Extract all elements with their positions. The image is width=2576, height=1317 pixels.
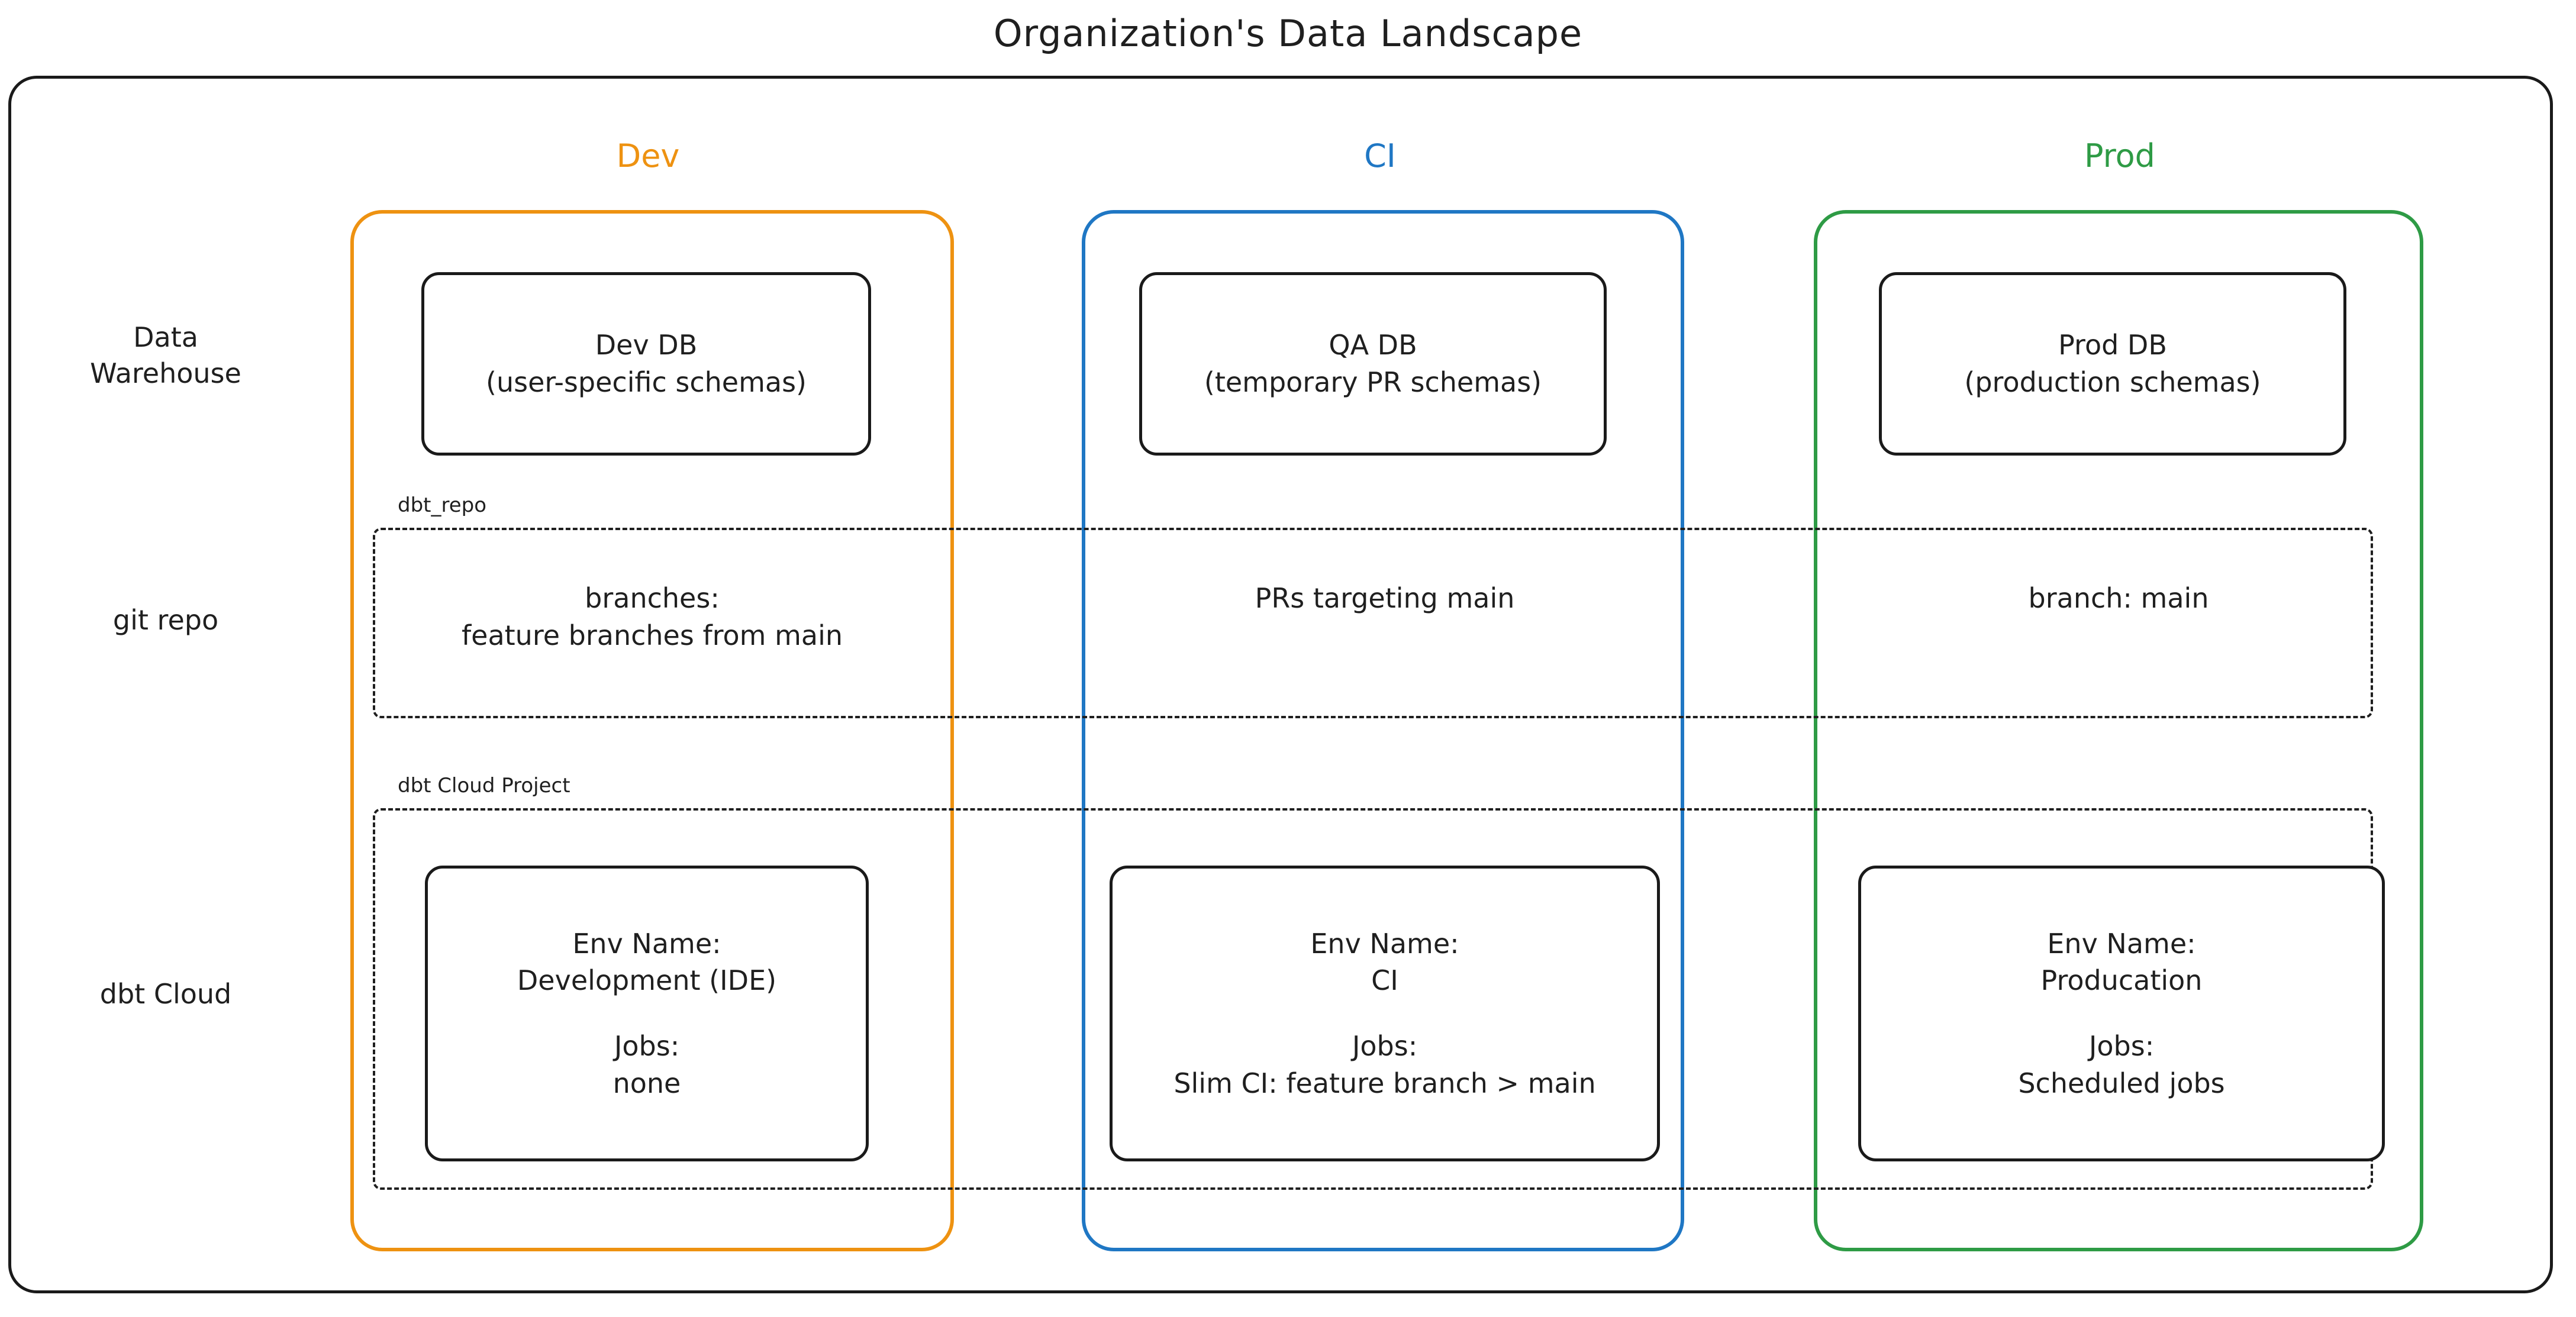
- row-label-git-repo: git repo: [36, 602, 296, 638]
- group-dbt-repo: dbt_repo: [373, 493, 2373, 718]
- git-repo-prod-text: branch: main: [1823, 580, 2414, 617]
- group-label-dbt-repo: dbt_repo: [393, 493, 492, 517]
- node-subtitle: (production schemas): [1964, 366, 2261, 398]
- node-dbt-cloud-ci: Env Name: CI Jobs: Slim CI: feature bran…: [1110, 866, 1660, 1161]
- node-title: Prod DB: [2058, 329, 2167, 361]
- row-label-data-warehouse: Data Warehouse: [36, 319, 296, 391]
- git-text-line-1: branches:: [585, 582, 720, 614]
- environment-column-dev: [350, 210, 954, 1251]
- git-text-line-1: PRs targeting main: [1255, 582, 1515, 614]
- node-dbt-cloud-prod: Env Name: Producation Jobs: Scheduled jo…: [1858, 866, 2385, 1161]
- diagram-outer-frame: [8, 76, 2553, 1293]
- row-label-line-2: Warehouse: [90, 357, 241, 389]
- node-qa-db: QA DB (temporary PR schemas): [1139, 272, 1607, 456]
- node-title: QA DB: [1329, 329, 1417, 361]
- git-repo-ci-text: PRs targeting main: [1089, 580, 1681, 617]
- jobs-label: Jobs:: [614, 1030, 680, 1062]
- node-subtitle: (user-specific schemas): [486, 366, 807, 398]
- row-label-line-1: dbt Cloud: [99, 978, 232, 1010]
- env-name-value: Producation: [2040, 964, 2203, 997]
- git-text-line-1: branch: main: [2028, 582, 2209, 614]
- row-label-dbt-cloud: dbt Cloud: [36, 976, 296, 1012]
- env-name-label: Env Name:: [1310, 927, 1459, 960]
- env-name-label: Env Name:: [2047, 927, 2196, 960]
- row-label-line-1: git repo: [112, 604, 219, 636]
- jobs-value: Slim CI: feature branch > main: [1173, 1067, 1596, 1099]
- page-title: Organization's Data Landscape: [993, 12, 1583, 55]
- node-dev-db: Dev DB (user-specific schemas): [421, 272, 871, 456]
- git-text-line-2: feature branches from main: [461, 619, 843, 652]
- env-name-value: Development (IDE): [517, 964, 777, 997]
- jobs-label: Jobs:: [2088, 1030, 2155, 1062]
- env-name-label: Env Name:: [572, 927, 721, 960]
- group-label-dbt-cloud-project: dbt Cloud Project: [393, 774, 575, 798]
- column-header-dev: Dev: [616, 137, 680, 175]
- jobs-value: Scheduled jobs: [2018, 1067, 2225, 1099]
- node-title: Dev DB: [595, 329, 698, 361]
- environment-column-ci: [1082, 210, 1684, 1251]
- environment-column-prod: [1814, 210, 2423, 1251]
- node-prod-db: Prod DB (production schemas): [1879, 272, 2346, 456]
- row-label-line-1: Data: [133, 321, 198, 353]
- git-repo-dev-text: branches: feature branches from main: [380, 580, 924, 655]
- jobs-value: none: [612, 1067, 681, 1099]
- node-dbt-cloud-dev: Env Name: Development (IDE) Jobs: none: [425, 866, 869, 1161]
- column-header-prod: Prod: [2084, 137, 2155, 175]
- jobs-label: Jobs:: [1352, 1030, 1418, 1062]
- env-name-value: CI: [1371, 964, 1398, 997]
- node-subtitle: (temporary PR schemas): [1204, 366, 1542, 398]
- column-header-ci: CI: [1364, 137, 1396, 175]
